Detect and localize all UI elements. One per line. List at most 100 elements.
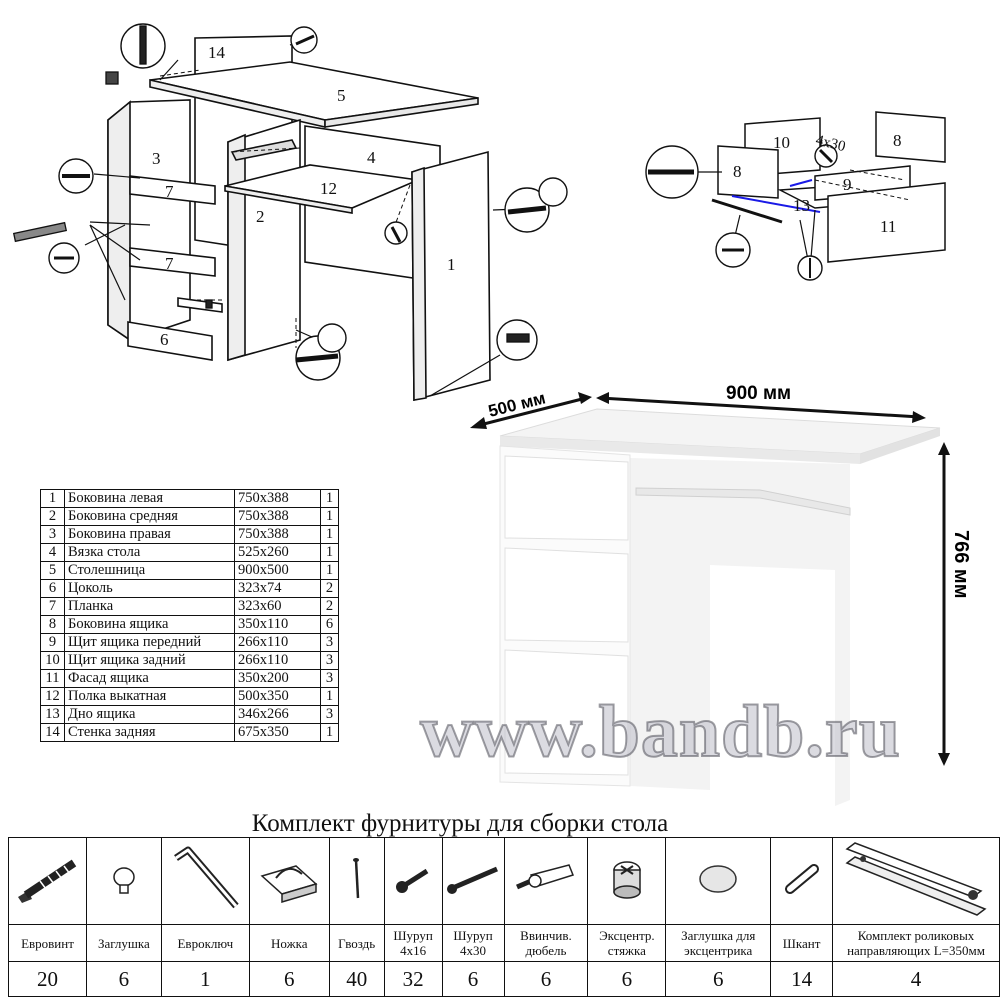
kit-item-label: Евроключ <box>160 924 250 962</box>
kit-cell <box>248 837 330 925</box>
desk-render <box>499 408 941 806</box>
part-size: 266x110 <box>234 651 321 670</box>
part-number: 6 <box>40 579 65 598</box>
dim-width: 900 мм <box>726 383 791 404</box>
part-number: 4 <box>40 543 65 562</box>
drawer-facade <box>827 182 946 263</box>
part-number: 13 <box>40 705 65 724</box>
nail-icon <box>352 857 359 898</box>
kit-item-quantity: 32 <box>383 961 443 997</box>
kit-item-label-line1: Ножка <box>271 935 308 951</box>
kit-item-quantity: 6 <box>665 961 772 997</box>
kit-item-quantity: 6 <box>248 961 330 997</box>
part-size: 323x74 <box>234 579 321 598</box>
part-slat <box>129 175 216 205</box>
wood-dowel-icon <box>784 863 819 894</box>
part-number: 9 <box>40 633 65 652</box>
part-size: 900x500 <box>234 561 321 580</box>
kit-item-quantity: 14 <box>770 961 834 997</box>
part-size: 525x260 <box>234 543 321 562</box>
kit-item-quantity: 4 <box>832 961 1000 997</box>
part-quantity: 3 <box>320 651 339 670</box>
kit-cell <box>665 837 772 925</box>
label-part-4: 4 <box>367 148 376 167</box>
part-quantity: 2 <box>320 579 339 598</box>
part-number: 3 <box>40 525 65 544</box>
dowel-icon <box>515 863 574 889</box>
kit-item-label-line2: дюбель <box>525 943 567 958</box>
kit-item-label-line2: эксцентрика <box>684 943 753 958</box>
part-name: Боковина ящика <box>64 615 235 634</box>
part-number: 1 <box>40 489 65 508</box>
kit-cell <box>503 837 589 925</box>
kit-cell <box>383 837 443 925</box>
part-size: 675x350 <box>234 723 321 742</box>
kit-item-label-line1: Шуруп <box>393 928 433 943</box>
part-number: 10 <box>40 651 65 670</box>
part-size: 346x266 <box>234 705 321 724</box>
callout-cap <box>538 177 568 207</box>
part-number: 11 <box>40 669 65 688</box>
part-name: Стенка задняя <box>64 723 235 742</box>
label-drawer-11: 11 <box>880 217 896 236</box>
eurovint-screw-icon <box>18 859 77 903</box>
kit-cell <box>8 837 87 925</box>
label-drawer-8: 8 <box>893 131 902 150</box>
part-slat <box>129 247 216 277</box>
kit-item-quantity: 1 <box>160 961 250 997</box>
part-plinth <box>127 321 213 361</box>
label-drawer-screw: 4x30 <box>814 132 847 155</box>
kit-item-label-line2: 4х16 <box>400 943 427 958</box>
kit-cell <box>85 837 162 925</box>
kit-cell <box>587 837 667 925</box>
part-size: 500x350 <box>234 687 321 706</box>
kit-item-label-line1: Гвоздь <box>338 935 376 951</box>
dim-height: 766 мм <box>950 530 972 599</box>
part-size: 750x388 <box>234 489 321 508</box>
part-name: Боковина левая <box>64 489 235 508</box>
kit-item-quantity: 6 <box>85 961 162 997</box>
part-name: Цоколь <box>64 579 235 598</box>
kit-icons-row <box>8 837 1000 925</box>
kit-item-label: Шкант <box>770 924 834 962</box>
part-number: 5 <box>40 561 65 580</box>
kit-item-quantity: 6 <box>441 961 505 997</box>
hex-key-icon <box>174 846 239 908</box>
part-quantity: 1 <box>320 687 339 706</box>
kit-cell <box>832 837 1000 925</box>
part-quantity: 1 <box>320 525 339 544</box>
part-number: 2 <box>40 507 65 526</box>
kit-title: Комплект фурнитуры для сборки стола <box>251 810 669 837</box>
part-number: 8 <box>40 615 65 634</box>
cam-cap-icon <box>699 864 737 893</box>
kit-item-label-line1: Комплект роликовых <box>857 928 975 943</box>
screw-small-icon <box>396 868 429 893</box>
kit-item-label-line2: стяжка <box>607 943 646 958</box>
part-size: 750x388 <box>234 525 321 544</box>
part-number: 14 <box>40 723 65 742</box>
label-part-7: 7 <box>165 254 174 273</box>
part-name: Щит ящика передний <box>64 633 235 652</box>
part-quantity: 1 <box>320 561 339 580</box>
label-drawer-9: 9 <box>843 175 852 194</box>
kit-item-label: Заглушка <box>85 924 162 962</box>
cap-icon <box>113 866 135 894</box>
part-name: Полка выкатная <box>64 687 235 706</box>
kit-item-label-line1: Ввинчив. <box>520 928 572 943</box>
kit-item-label: Гвоздь <box>328 924 385 962</box>
label-part-1: 1 <box>447 255 456 274</box>
kit-cell <box>770 837 834 925</box>
